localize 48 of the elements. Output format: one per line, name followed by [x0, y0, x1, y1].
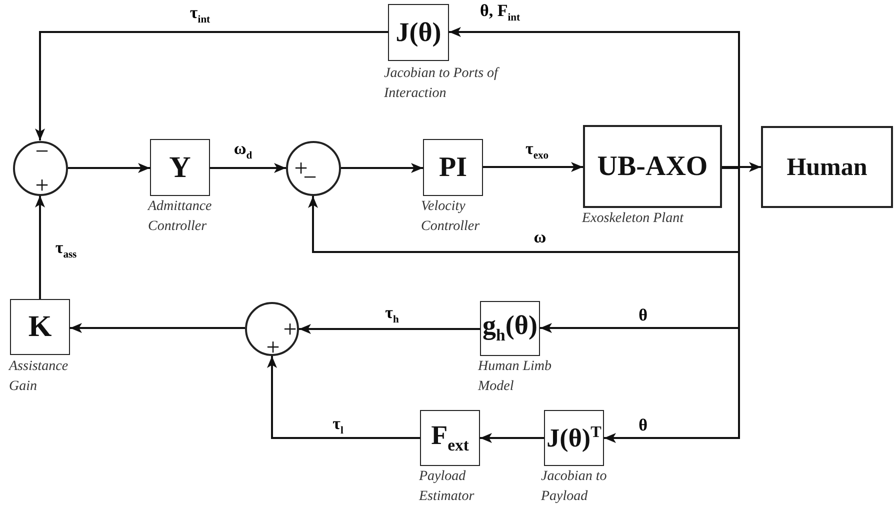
sign-symbol: +	[35, 174, 49, 198]
block-caption: Jacobian to Ports of Interaction	[384, 65, 500, 103]
block-caption: Human Limb Model	[478, 358, 553, 396]
block-label: F$_{ext}$	[431, 422, 469, 454]
block-label: J(θ)$^{T}$	[546, 424, 602, 452]
human-block	[761, 126, 893, 208]
sign-symbol: +	[266, 336, 280, 360]
transfer-block	[423, 139, 483, 196]
signal-arrow	[68, 163, 150, 173]
sign-symbol: −	[35, 140, 49, 164]
transfer-block	[480, 301, 540, 356]
transfer-block	[420, 410, 480, 466]
signal-arrow	[449, 27, 740, 169]
signal-arrow	[722, 162, 761, 172]
summing-junction	[286, 141, 341, 196]
block-label: J(θ)	[396, 19, 442, 46]
block-label: g$_{h}$(θ)	[482, 312, 538, 345]
block-label: PI	[439, 154, 467, 182]
block-caption: Admittance Controller	[148, 198, 213, 236]
transfer-block	[388, 4, 449, 61]
summing-junction	[13, 140, 68, 196]
block-caption: Velocity Controller	[421, 198, 481, 236]
block-caption: Exoskeleton Plant	[582, 210, 685, 228]
block-label: Y	[169, 152, 191, 182]
signal-arrow	[604, 167, 740, 443]
block-caption: Assistance Gain	[9, 358, 70, 396]
block-label: UB-AXO	[597, 152, 708, 180]
block-label: Human	[786, 154, 868, 180]
signal-arrow	[210, 163, 286, 173]
transfer-block	[10, 299, 70, 355]
transfer-block	[544, 410, 604, 466]
signal-arrow	[70, 323, 245, 333]
sign-symbol: +	[283, 318, 297, 342]
block-caption: Payload Estimator	[419, 468, 476, 506]
plant-block	[583, 125, 722, 208]
block-caption: Jacobian to Payload	[541, 468, 608, 506]
summing-junction	[245, 302, 299, 356]
signal-arrow	[35, 31, 388, 140]
signal-arrow	[483, 162, 583, 172]
signal-arrow	[267, 356, 420, 439]
sign-symbol: +	[294, 157, 308, 181]
block-label: K	[28, 312, 52, 342]
signal-arrow	[35, 196, 45, 299]
signal-arrow	[299, 324, 480, 334]
edge-label: θ, F$_{int}$	[478, 2, 522, 24]
signal-arrow	[480, 433, 544, 443]
signal-arrow	[341, 163, 423, 173]
transfer-block	[150, 139, 210, 196]
